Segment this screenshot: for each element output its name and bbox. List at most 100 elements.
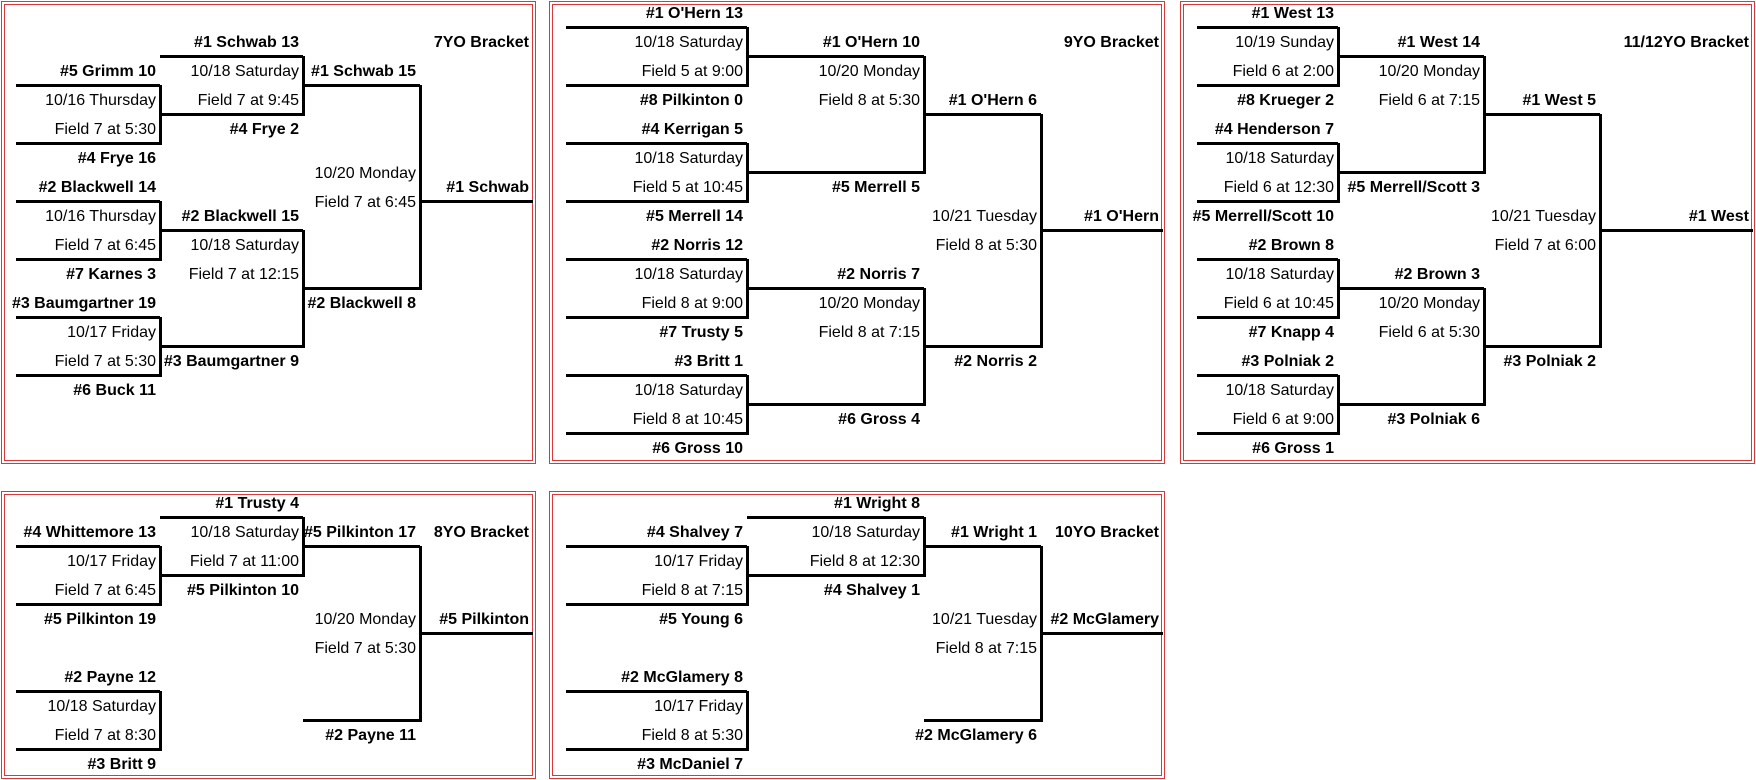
bracket-line bbox=[1197, 26, 1338, 29]
team-label: #5 Pilkinton 17 bbox=[303, 524, 416, 541]
bracket-title: 8YO Bracket bbox=[433, 524, 529, 541]
game-date: 10/16 Thursday bbox=[45, 208, 156, 225]
bracket-line bbox=[159, 691, 162, 751]
game-field: Field 8 at 12:30 bbox=[809, 553, 920, 570]
game-field: Field 8 at 5:30 bbox=[818, 92, 920, 109]
team-label: #6 Gross 10 bbox=[652, 440, 743, 457]
game-date: 10/20 Monday bbox=[818, 295, 920, 312]
game-date: 10/18 Saturday bbox=[190, 63, 299, 80]
game-field: Field 6 at 9:00 bbox=[1232, 411, 1334, 428]
bracket-line bbox=[566, 748, 747, 751]
game-date: 10/20 Monday bbox=[818, 63, 920, 80]
game-field: Field 7 at 5:30 bbox=[54, 121, 156, 138]
bracket-line bbox=[747, 55, 924, 58]
bracket-line bbox=[16, 316, 160, 319]
bracket-panel-8yo bbox=[1, 491, 536, 779]
bracket-line bbox=[566, 258, 747, 261]
team-label: #2 McGlamery 8 bbox=[621, 669, 743, 686]
bracket-line bbox=[566, 26, 747, 29]
bracket-panel-1112yo bbox=[1180, 1, 1755, 464]
bracket-line bbox=[747, 516, 924, 519]
bracket-line bbox=[303, 545, 420, 548]
team-label: #5 Merrell/Scott 10 bbox=[1192, 208, 1334, 225]
champion-label: #1 West bbox=[1688, 208, 1749, 225]
bracket-line bbox=[1338, 55, 1484, 58]
bracket-line bbox=[747, 171, 924, 174]
champion-label: #5 Pilkinton bbox=[439, 611, 529, 628]
bracket-line bbox=[160, 55, 303, 58]
team-label: #2 Blackwell 8 bbox=[307, 295, 416, 312]
game-field: Field 7 at 6:45 bbox=[54, 582, 156, 599]
team-label: #2 Brown 8 bbox=[1248, 237, 1334, 254]
bracket-line bbox=[924, 113, 1041, 116]
game-date: 10/18 Saturday bbox=[190, 237, 299, 254]
bracket-line bbox=[747, 403, 924, 406]
bracket-line bbox=[160, 345, 303, 348]
bracket-panel-10yo bbox=[549, 491, 1165, 779]
team-label: #1 Trusty 4 bbox=[215, 495, 299, 512]
team-label: #4 Henderson 7 bbox=[1214, 121, 1334, 138]
team-label: #7 Karnes 3 bbox=[66, 266, 156, 283]
bracket-line bbox=[746, 691, 749, 751]
team-label: #2 Blackwell 15 bbox=[181, 208, 299, 225]
game-date: 10/18 Saturday bbox=[1225, 266, 1334, 283]
bracket-line bbox=[16, 603, 160, 606]
game-field: Field 8 at 10:45 bbox=[632, 411, 743, 428]
game-field: Field 8 at 5:30 bbox=[641, 727, 743, 744]
game-field: Field 8 at 7:15 bbox=[935, 640, 1037, 657]
bracket-line bbox=[566, 142, 747, 145]
team-label: #2 Payne 11 bbox=[325, 727, 416, 744]
bracket-line bbox=[16, 142, 160, 145]
team-label: #4 Whittemore 13 bbox=[23, 524, 156, 541]
bracket-line bbox=[1197, 200, 1338, 203]
bracket-line bbox=[16, 545, 160, 548]
game-field: Field 6 at 2:00 bbox=[1232, 63, 1334, 80]
team-label: #5 Merrell 5 bbox=[831, 179, 920, 196]
game-date: 10/21 Tuesday bbox=[1491, 208, 1596, 225]
team-label: #5 Pilkinton 10 bbox=[186, 582, 299, 599]
team-label: #2 Blackwell 14 bbox=[38, 179, 156, 196]
bracket-line bbox=[566, 432, 747, 435]
game-field: Field 7 at 9:45 bbox=[197, 92, 299, 109]
team-label: #3 Baumgartner 19 bbox=[11, 295, 156, 312]
game-field: Field 7 at 11:00 bbox=[189, 553, 299, 570]
bracket-line bbox=[1197, 142, 1338, 145]
bracket-line bbox=[160, 574, 303, 577]
game-date: 10/18 Saturday bbox=[634, 382, 743, 399]
game-field: Field 5 at 10:45 bbox=[632, 179, 743, 196]
game-date: 10/18 Saturday bbox=[190, 524, 299, 541]
champion-label: #1 O'Hern bbox=[1084, 208, 1159, 225]
team-label: #1 O'Hern 13 bbox=[645, 5, 743, 22]
game-field: Field 8 at 5:30 bbox=[935, 237, 1037, 254]
game-date: 10/18 Saturday bbox=[634, 266, 743, 283]
bracket-line bbox=[1197, 374, 1338, 377]
team-label: #6 Gross 4 bbox=[838, 411, 920, 428]
team-label: #2 McGlamery 6 bbox=[915, 727, 1037, 744]
team-label: #1 West 14 bbox=[1397, 34, 1480, 51]
team-label: #1 Schwab 13 bbox=[194, 34, 299, 51]
bracket-title: 9YO Bracket bbox=[1063, 34, 1159, 51]
game-date: 10/20 Monday bbox=[314, 164, 416, 182]
game-field: Field 7 at 12:15 bbox=[188, 266, 299, 283]
game-field: Field 7 at 6:00 bbox=[1494, 237, 1596, 254]
bracket-line bbox=[1484, 113, 1600, 116]
bracket-line bbox=[1338, 171, 1484, 174]
game-field: Field 8 at 7:15 bbox=[818, 324, 920, 341]
bracket-line bbox=[566, 545, 747, 548]
game-field: Field 8 at 9:00 bbox=[641, 295, 743, 312]
bracket-line bbox=[566, 200, 747, 203]
bracket-line bbox=[1197, 84, 1338, 87]
bracket-line bbox=[566, 690, 747, 693]
champion-label: #2 McGlamery bbox=[1050, 611, 1159, 628]
team-label: #6 Buck 11 bbox=[73, 382, 156, 399]
team-label: #5 Young 6 bbox=[659, 611, 743, 628]
team-label: #3 Polniak 2 bbox=[1503, 353, 1597, 370]
bracket-line bbox=[1041, 229, 1163, 232]
bracket-panel-9yo bbox=[549, 1, 1165, 464]
game-date: 10/18 Saturday bbox=[1225, 150, 1334, 167]
team-label: #2 Payne 12 bbox=[64, 669, 156, 686]
game-date: 10/21 Tuesday bbox=[932, 208, 1037, 225]
team-label: #3 Britt 1 bbox=[674, 353, 743, 370]
game-field: Field 6 at 10:45 bbox=[1223, 295, 1334, 312]
